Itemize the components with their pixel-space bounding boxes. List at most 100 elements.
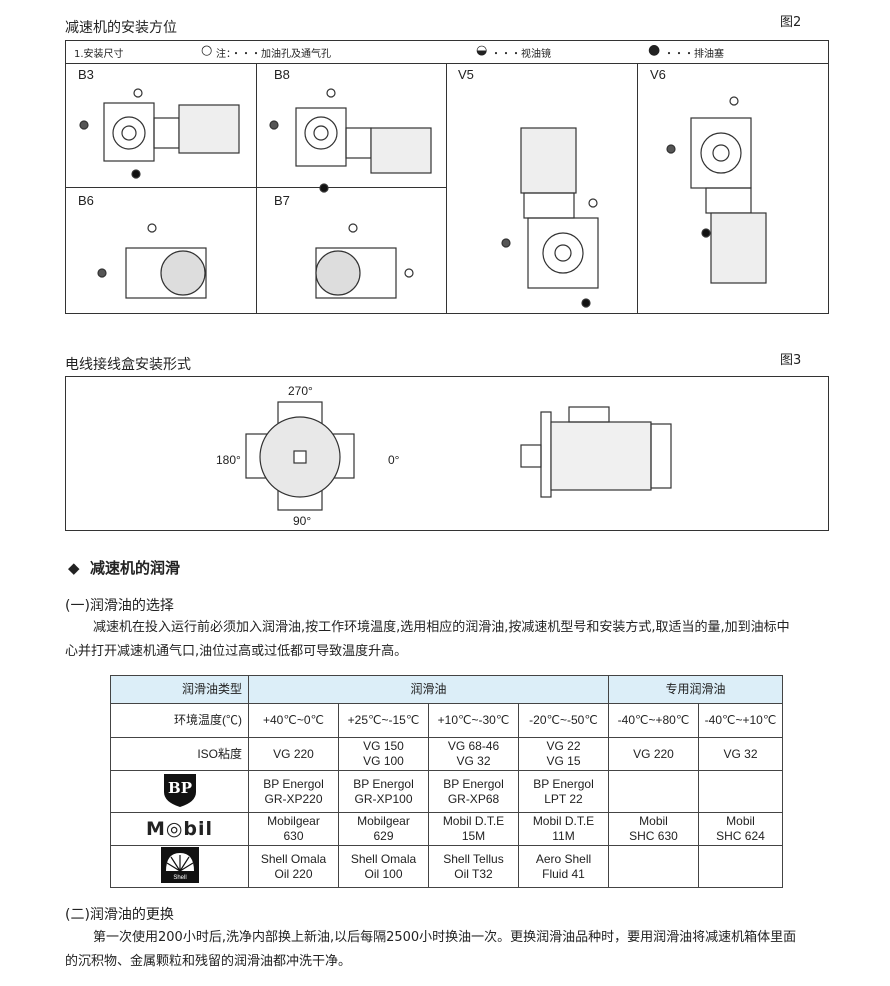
oil-cell — [698, 770, 783, 813]
fill-hole-icon: ○ — [201, 43, 213, 58]
cell-line: SHC 630 — [629, 829, 678, 843]
gearbox-drawings — [79, 88, 767, 314]
angle-180: 180° — [216, 453, 241, 467]
cell-line: 630 — [283, 829, 304, 843]
iso-cell: VG 220 — [608, 737, 699, 771]
section-title: 减速机的润滑 — [90, 559, 181, 577]
table-row-temp: 环境温度(℃)+40℃~0℃+25℃~-15℃+10℃~-30℃-20℃~-50… — [110, 703, 783, 738]
sub1-para-line2: 心并打开减速机通气口,油位过高或过低都可导致温度升高。 — [65, 644, 408, 659]
cell-line: Oil 220 — [274, 866, 313, 881]
cell-line: VG 22 — [546, 739, 581, 753]
cell-line: BP Energol — [353, 776, 414, 791]
cell-line: Fluid 41 — [542, 866, 585, 881]
cell-line: VG 15 — [546, 754, 581, 768]
b6-drawing — [97, 223, 207, 314]
cell-line: Mobil — [726, 814, 755, 828]
shell-logo: Shell — [110, 845, 249, 888]
position-b3: B3 — [78, 67, 94, 82]
sub1-title: (一)润滑油的选择 — [65, 598, 174, 614]
fig2-label: 图2 — [780, 15, 802, 30]
cell-line: GR-XP100 — [354, 791, 413, 806]
cell-line: VG 220 — [633, 746, 674, 761]
b8-drawing — [269, 88, 432, 193]
drain-plug-icon: ● — [648, 42, 661, 58]
angle-270: 270° — [288, 384, 313, 398]
cell-line: VG 150 — [363, 739, 404, 753]
oil-cell — [698, 845, 783, 888]
fill-hole-note: 注：・・・加油孔及通气孔 — [216, 49, 331, 60]
iso-label: ISO粘度 — [110, 737, 249, 771]
v6-drawing — [666, 96, 767, 284]
cell-line: Oil 100 — [364, 866, 403, 881]
cell-line: BP Energol — [533, 776, 594, 791]
temp-cell: -40℃~+10℃ — [698, 703, 783, 738]
cell-line: SHC 624 — [716, 829, 765, 843]
temp-label: 环境温度(℃) — [110, 703, 249, 738]
fig3-label: 图3 — [780, 353, 802, 368]
motor-drawings — [245, 401, 672, 511]
lubricant-table: 润滑油类型 润滑油 专用润滑油 环境温度(℃)+40℃~0℃+25℃~-15℃+… — [110, 675, 783, 888]
v5-drawing — [501, 127, 599, 308]
sub2-para-line2: 的沉积物、金属颗粒和残留的润滑油都冲洗干净。 — [65, 954, 352, 969]
sub2-title: (二)润滑油的更换 — [65, 907, 174, 923]
table-header-row: 润滑油类型 润滑油 专用润滑油 — [110, 675, 783, 704]
cell-line: Mobilgear — [267, 814, 320, 828]
iso-cell: VG 220 — [248, 737, 339, 771]
fig2-title: 减速机的安装方位 — [65, 20, 177, 36]
position-v5: V5 — [458, 67, 474, 82]
oil-cell — [608, 845, 699, 888]
iso-cell: VG 32 — [698, 737, 783, 771]
legend-row: 1.安装尺寸 ○ 注：・・・加油孔及通气孔 ◒ ・・・视油镜 ● ・・・排油塞 — [66, 41, 828, 64]
position-v6: V6 — [650, 67, 666, 82]
temp-cell: +40℃~0℃ — [248, 703, 339, 738]
cell-line: Aero Shell — [535, 851, 592, 866]
temp-cell: +25℃~-15℃ — [338, 703, 429, 738]
cell-line: VG 32 — [456, 754, 491, 768]
cell-line: Shell Tellus — [443, 851, 504, 866]
cell-line: 629 — [373, 829, 394, 843]
section-heading: ◆ 减速机的润滑 — [68, 557, 180, 578]
position-b6: B6 — [78, 193, 94, 208]
cell-line: Oil T32 — [454, 866, 493, 881]
diamond-icon: ◆ — [68, 559, 80, 577]
angle-0: 0° — [388, 453, 400, 467]
sub1-para-line1: 减速机在投入运行前必须加入润滑油,按工作环境温度,选用相应的润滑油,按减速机型号… — [93, 620, 790, 635]
dims-label: 1.安装尺寸 — [74, 49, 124, 60]
cell-line: GR-XP220 — [264, 791, 323, 806]
cell-line: Shell Omala — [350, 851, 417, 866]
position-b8: B8 — [274, 67, 290, 82]
cell-line: Mobil — [639, 814, 668, 828]
cell-line: Mobilgear — [357, 814, 410, 828]
header-special: 专用润滑油 — [608, 675, 783, 704]
oil-cell — [608, 770, 699, 813]
bp-logo: BP — [110, 770, 249, 813]
cell-line: 11M — [552, 829, 575, 843]
svg-text:Shell: Shell — [173, 875, 186, 881]
temp-cell: +10℃~-30℃ — [428, 703, 519, 738]
cell-line: VG 68-46 — [447, 739, 500, 753]
cell-line: Mobil D.T.E — [442, 814, 505, 828]
terminal-box-figure: 270° 180° 0° 90° — [65, 376, 829, 531]
svg-text:BP: BP — [168, 779, 192, 797]
cell-line: BP Energol — [443, 776, 504, 791]
